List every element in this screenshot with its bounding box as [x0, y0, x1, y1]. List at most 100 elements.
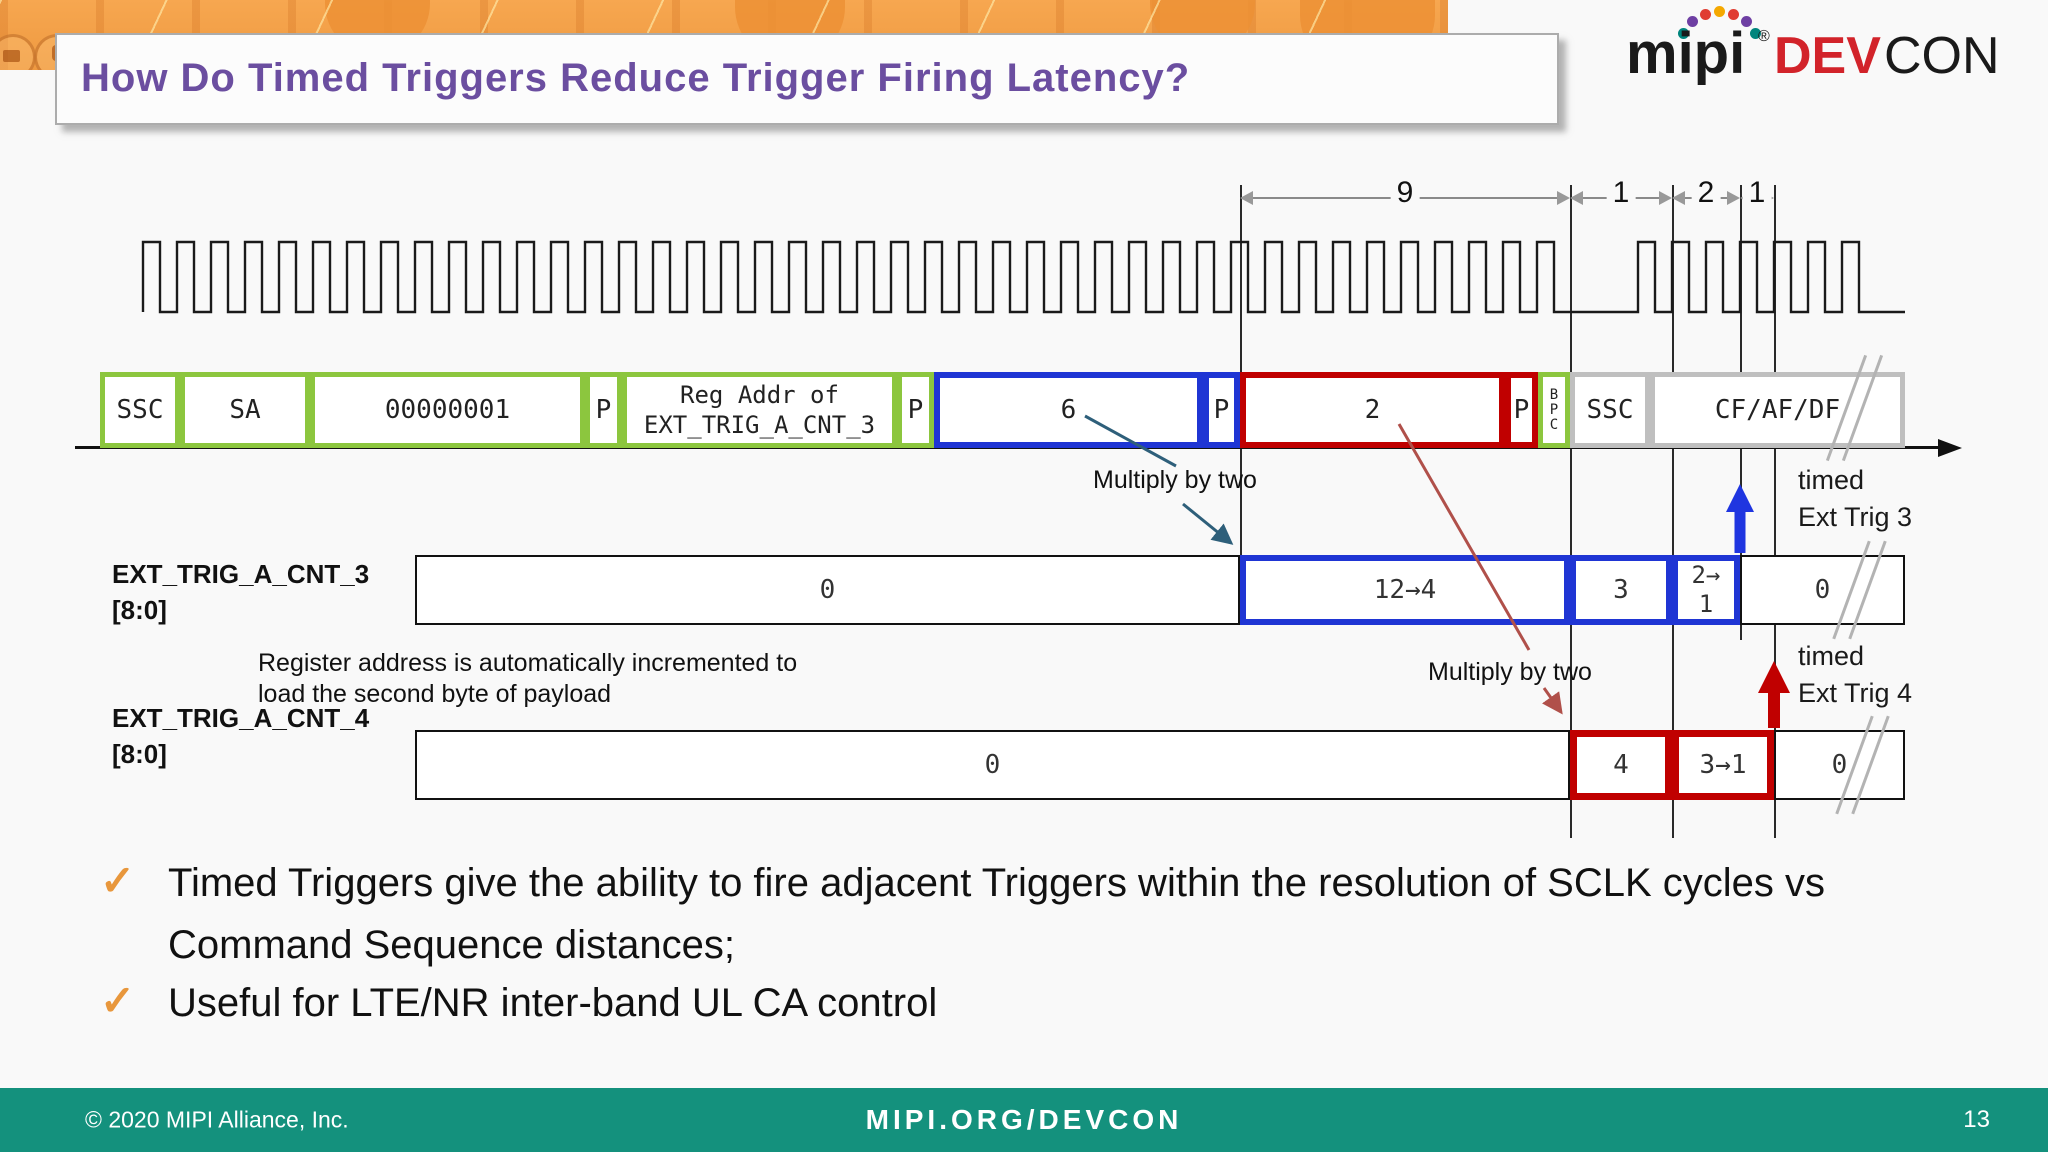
- logo-dot: [1700, 9, 1711, 20]
- segment-label: SSC: [1586, 395, 1634, 425]
- ref-line-3: [1672, 185, 1674, 838]
- dimension-span-1a: 1: [1570, 174, 1672, 212]
- logo-dot: [1741, 16, 1752, 27]
- cnt3-cell-2-1: 2→ 1: [1672, 555, 1740, 625]
- bullet-text: Timed Triggers give the ability to fire …: [168, 861, 1826, 967]
- register-name: EXT_TRIG_A_CNT_3: [112, 559, 370, 589]
- segment-label: 2: [1364, 395, 1381, 425]
- segment-label: P: [1513, 395, 1530, 425]
- bar-segment-parity: P: [1203, 372, 1240, 448]
- cell-value: 4: [1613, 750, 1629, 780]
- bullet-item: ✓ Useful for LTE/NR inter-band UL CA con…: [100, 972, 1920, 1034]
- bar-segment-data-2: 2: [1240, 372, 1505, 448]
- cell-value: 0: [1831, 750, 1848, 780]
- bullet-text: Useful for LTE/NR inter-band UL CA contr…: [168, 981, 938, 1025]
- register-bits: [8:0]: [112, 595, 167, 625]
- arrow-right-icon: [1557, 191, 1570, 205]
- bullet-item: ✓ Timed Triggers give the ability to fir…: [100, 852, 1920, 976]
- segment-label: CF/AF/DF: [1714, 395, 1841, 425]
- dimension-span-1b: 1: [1740, 174, 1774, 212]
- mipi-devcon-logo: mipi ® DEV CON: [1612, 4, 2042, 92]
- copyright-text: © 2020 MIPI Alliance, Inc.: [85, 1106, 349, 1133]
- logo-registered-mark: ®: [1758, 28, 1770, 45]
- cell-value: 3: [1613, 575, 1629, 605]
- segment-label: 00000001: [384, 395, 511, 425]
- page-title: How Do Timed Triggers Reduce Trigger Fir…: [81, 56, 1191, 100]
- dimension-label: 1: [1742, 174, 1772, 212]
- timed-ext-trig3-label: timed Ext Trig 3: [1798, 465, 1913, 532]
- cnt4-cell-0: 0: [415, 730, 1570, 800]
- cell-value: 3→1: [1699, 750, 1747, 780]
- segment-label: SSC: [116, 395, 164, 425]
- bar-segment-parity: P: [585, 372, 622, 448]
- page-number: 13: [1963, 1106, 1990, 1133]
- check-icon: ✓: [100, 977, 136, 1024]
- register-label-cnt3: EXT_TRIG_A_CNT_3 [8:0]: [112, 556, 369, 628]
- register-bits: [8:0]: [112, 739, 167, 769]
- segment-label: P: [907, 395, 924, 425]
- segment-label: Reg Addr of EXT_TRIG_A_CNT_3: [643, 381, 876, 439]
- dimension-label: 1: [1606, 174, 1636, 212]
- cnt3-cell-end: 0: [1740, 555, 1905, 625]
- cell-value: 0: [1814, 575, 1831, 605]
- ref-line-5: [1774, 185, 1776, 838]
- segment-label: P: [1213, 395, 1230, 425]
- cell-value: 0: [819, 575, 836, 605]
- bar-segment-bpc: B P C: [1538, 372, 1570, 448]
- sclk-waveform: [141, 240, 1905, 314]
- register-note: Register address is automatically increm…: [258, 649, 798, 708]
- camera-glyph: [3, 50, 20, 62]
- bar-segment-ssc: SSC: [100, 372, 180, 448]
- dimension-span-9: 9: [1240, 174, 1570, 212]
- ref-line-2: [1570, 185, 1572, 838]
- logo-dot: [1728, 9, 1739, 20]
- multiply-red-arrow-head: [1542, 687, 1563, 715]
- segment-label: 6: [1060, 395, 1077, 425]
- time-axis-arrow-icon: [1938, 439, 1962, 457]
- logo-dev: DEV: [1774, 27, 1881, 85]
- segment-label: P: [595, 395, 612, 425]
- bar-segment-reg-addr: Reg Addr of EXT_TRIG_A_CNT_3: [622, 372, 897, 448]
- cnt3-cell-12-4: 12→4: [1240, 555, 1570, 625]
- logo-dot: [1750, 28, 1761, 39]
- segment-label: B P C: [1549, 386, 1559, 433]
- cnt4-cell-end: 0: [1774, 730, 1905, 800]
- bar-segment-data-6: 6: [934, 372, 1203, 448]
- bar-segment-ssc-2: SSC: [1570, 372, 1650, 448]
- register-label-cnt4: EXT_TRIG_A_CNT_4 [8:0]: [112, 700, 369, 772]
- cell-value: 12→4: [1373, 575, 1437, 605]
- cnt3-cell-0: 0: [415, 555, 1240, 625]
- logo-con: CON: [1884, 27, 2000, 85]
- logo-dot: [1714, 6, 1725, 17]
- footer-bar: © 2020 MIPI Alliance, Inc. MIPI.ORG/DEVC…: [0, 1088, 2048, 1152]
- logo-dot: [1687, 16, 1698, 27]
- bar-segment-parity: P: [897, 372, 934, 448]
- footer-site: MIPI.ORG/DEVCON: [865, 1104, 1183, 1135]
- bar-segment-sa: SA: [180, 372, 310, 448]
- cell-value: 2→ 1: [1691, 561, 1721, 618]
- segment-label: SA: [229, 395, 261, 425]
- check-icon: ✓: [100, 857, 136, 904]
- sclk-path: [141, 240, 1905, 314]
- arrow-left-icon: [1570, 191, 1583, 205]
- cnt4-cell-4: 4: [1570, 730, 1672, 800]
- bar-segment-cf-af-df: CF/AF/DF: [1650, 372, 1905, 448]
- arrow-left-icon: [1672, 191, 1685, 205]
- arrow-right-icon: [1727, 191, 1740, 205]
- logo-mipi: mipi: [1626, 21, 1746, 86]
- timed-ext-trig4-label: timed Ext Trig 4: [1798, 641, 1913, 708]
- arrow-right-icon: [1659, 191, 1672, 205]
- cnt3-cell-3: 3: [1570, 555, 1672, 625]
- multiply-by-two-red: Multiply by two: [1428, 658, 1592, 686]
- bar-segment-parity: P: [1505, 372, 1538, 448]
- title-box: How Do Timed Triggers Reduce Trigger Fir…: [55, 33, 1559, 125]
- dimension-span-2: 2: [1672, 174, 1740, 212]
- register-name: EXT_TRIG_A_CNT_4: [112, 703, 370, 733]
- cell-value: 0: [984, 750, 1001, 780]
- bar-segment-command: 00000001: [310, 372, 585, 448]
- dimension-label: 9: [1390, 174, 1420, 212]
- ref-line-1: [1240, 185, 1242, 555]
- multiply-blue-arrow-head: [1182, 502, 1234, 545]
- cnt4-cell-3-1: 3→1: [1672, 730, 1774, 800]
- multiply-by-two-blue: Multiply by two: [1093, 466, 1257, 494]
